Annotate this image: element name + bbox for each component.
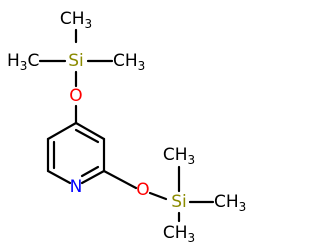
oxygen-bottom-label: O	[136, 180, 149, 200]
silicon-bottom-label: Si	[171, 192, 187, 212]
methyl-top-left-label: H3C	[7, 51, 39, 73]
bond-ring-n-c2-inner	[80, 165, 100, 178]
bond-ring-o-bottom	[102, 169, 138, 190]
methyl-top-right-label: CH3	[113, 51, 145, 73]
bond-ring-c4-c5	[46, 121, 78, 141]
bond-ring-n-c2	[80, 169, 106, 185]
methyl-top-up-label: CH3	[60, 9, 92, 31]
bond-ring-c3-c4-inner	[74, 128, 100, 144]
bond-lines	[38, 28, 215, 223]
oxygen-top-label: O	[69, 86, 82, 106]
methyl-bottom-down-label: CH3	[163, 223, 195, 245]
methyl-bottom-right-label: CH3	[214, 192, 246, 214]
bond-ring-c6-n	[46, 169, 72, 185]
methyl-bottom-up-label: CH3	[163, 145, 195, 167]
silicon-top-label: Si	[68, 51, 84, 71]
atom-labels: CH3 H3C Si CH3 O N O CH3 Si CH3 CH3	[7, 9, 246, 245]
nitrogen-ring-label: N	[70, 177, 83, 197]
bond-ring-c3-c4	[74, 121, 106, 141]
bond-o-bottom-si	[148, 191, 168, 201]
chemical-structure: CH3 H3C Si CH3 O N O CH3 Si CH3 CH3	[7, 9, 246, 245]
